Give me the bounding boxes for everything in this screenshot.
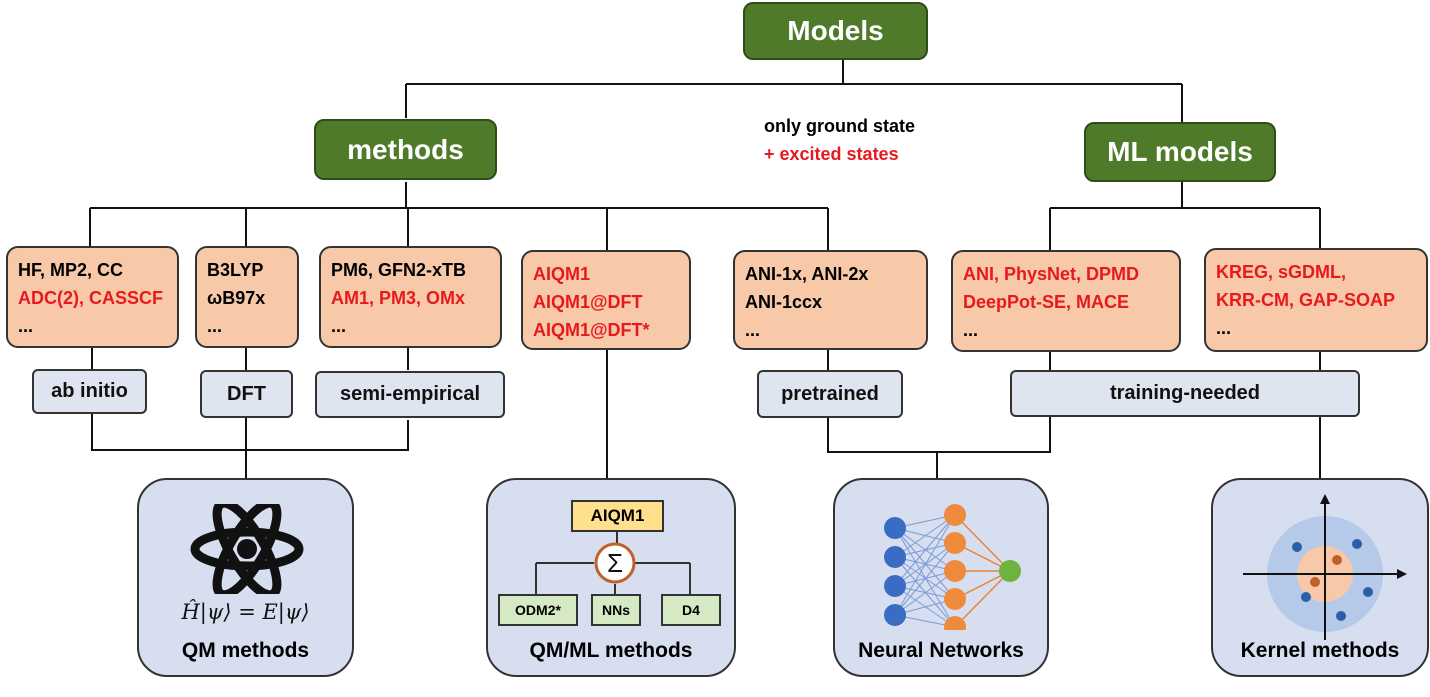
odm2-box: ODM2* [498,594,578,626]
aiqm-scheme-connectors [535,532,691,594]
nn-output-node [999,560,1021,582]
neural-network-icon [884,504,1021,630]
nn-hidden-node [944,560,966,582]
aiqm-line-2: AIQM1@DFT [533,292,643,312]
training-needed-category: training-needed [1010,370,1360,417]
ab-initio-line-2: ADC(2), CASSCF [18,288,164,308]
semi-line-3: ... [331,316,347,336]
models-node: Models [743,2,928,60]
kernel-icon [1243,494,1407,640]
dft-line-2: ωB97x [207,288,266,308]
dft-line-1: B3LYP [207,260,264,280]
pretrained-category: pretrained [757,370,903,418]
neural-networks-panel: Neural Networks [833,478,1049,677]
qm-ml-methods-panel: AIQM1 Σ ODM2* NNs D4 QM/ML methods [486,478,736,677]
semi-empirical-methods-box: PM6, GFN2-xTB AM1, PM3, OMx ... [319,246,502,348]
nn-input-node [884,517,906,539]
nn-input-node [884,575,906,597]
nn-connection [894,514,956,558]
aiqm-line-1: AIQM1 [533,264,591,284]
nn-models-box: ANI, PhysNet, DPMD DeepPot-SE, MACE ... [951,250,1181,352]
dft-methods-box: B3LYP ωB97x ... [195,246,299,348]
nn-input-node [884,604,906,626]
qm-ml-methods-title: QM/ML methods [529,639,693,662]
ab-initio-methods-box: HF, MP2, CC ADC(2), CASSCF ... [6,246,179,348]
qm-methods-title: QM methods [181,639,310,662]
methods-node: methods [314,119,497,180]
ani-models-box: ANI-1x, ANI-2x ANI-1ccx ... [733,250,928,350]
nn-connection [894,570,956,616]
nn-hidden-node [944,532,966,554]
kernel-methods-panel: Kernel methods [1211,478,1429,677]
nn-connection [894,514,956,616]
atom-icon [190,504,304,594]
nn-line-3: ... [963,320,979,340]
ani-line-3: ... [745,320,761,340]
nn-hidden-node [944,616,966,630]
nn-connection [894,514,956,587]
ani-line-1: ANI-1x, ANI-2x [745,264,869,284]
ab-initio-line-1: HF, MP2, CC [18,260,124,280]
legend-excited-states: + excited states [764,144,899,164]
neural-networks-title: Neural Networks [858,639,1024,662]
ani-line-2: ANI-1ccx [745,292,823,312]
nn-line-1: ANI, PhysNet, DPMD [963,264,1140,284]
ml-models-node: ML models [1084,122,1276,182]
aiqm-methods-box: AIQM1 AIQM1@DFT AIQM1@DFT* [521,250,691,350]
kernel-line-3: ... [1216,318,1232,338]
aiqm1-top-box: AIQM1 [571,500,664,532]
kernel-models-box: KREG, sGDML, KRR-CM, GAP-SOAP ... [1204,248,1428,352]
kernel-line-1: KREG, sGDML, [1216,262,1347,282]
nn-line-2: DeepPot-SE, MACE [963,292,1130,312]
qm-methods-panel: Ĥ|ψ⟩ = E|ψ⟩ QM methods [137,478,354,677]
semi-empirical-category: semi-empirical [315,371,505,418]
sum-symbol: Σ [606,547,624,578]
nn-connection [954,514,1011,572]
ab-initio-category: ab initio [32,369,147,414]
nn-input-node [884,546,906,568]
schrodinger-equation: Ĥ|ψ⟩ = E|ψ⟩ [181,600,310,624]
nn-connection [954,570,1011,628]
semi-line-1: PM6, GFN2-xTB [331,260,467,280]
ab-initio-line-3: ... [18,316,34,336]
kernel-methods-title: Kernel methods [1240,639,1400,662]
legend-ground-state: only ground state [764,116,916,136]
kernel-line-2: KRR-CM, GAP-SOAP [1216,290,1395,310]
nn-hidden-node [944,504,966,526]
semi-line-2: AM1, PM3, OMx [331,288,466,308]
nn-connection [894,542,956,616]
d4-box: D4 [661,594,721,626]
dft-category: DFT [200,370,293,418]
dft-line-3: ... [207,316,223,336]
aiqm-line-3: AIQM1@DFT* [533,320,650,340]
nn-hidden-node [944,588,966,610]
nns-box: NNs [591,594,641,626]
